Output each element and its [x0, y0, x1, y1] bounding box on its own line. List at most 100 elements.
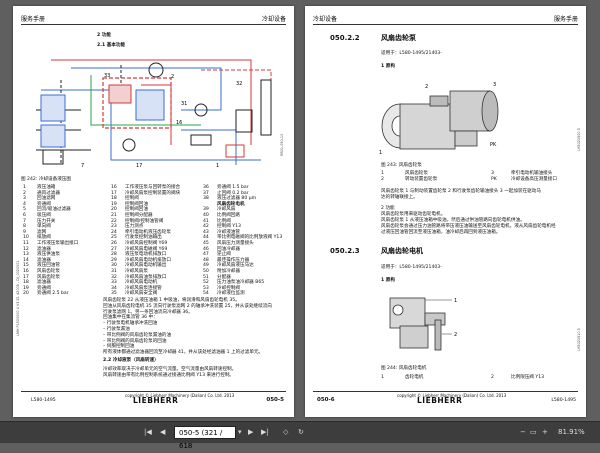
legend-number: 54	[203, 291, 209, 297]
fig2-callout-1: 1	[454, 298, 457, 304]
legend-label: 控制阀回油	[125, 201, 148, 207]
last-page-icon[interactable]: ▶|	[261, 428, 269, 436]
left-header-title: 服务手册	[21, 16, 46, 23]
legend-label: 行驶泵控制油输出	[125, 235, 162, 241]
fig1-callout-1: 1	[379, 150, 382, 156]
fig1-callout-pk: PK	[490, 142, 497, 148]
fig-legend-number: 2	[381, 177, 384, 182]
page-dropdown-icon[interactable]: ▾	[238, 428, 242, 436]
legend-number: 49	[203, 263, 209, 269]
legend-label: 带比例电磁阀的比例放液阀 Y13	[217, 235, 283, 241]
paragraph-line: 风扇齿轮泵 22 从液压油箱 1 中吸油，将润滑和风扇齿轮电机 35。	[103, 298, 240, 303]
legend-label: 止回阀 0.2 bar	[217, 190, 249, 196]
legend-label: 回油滤网	[37, 196, 56, 202]
first-page-icon[interactable]: |◀	[144, 428, 152, 436]
legend-label: 控制阀 Y13	[217, 224, 241, 230]
right-page-number: 050-6	[317, 397, 335, 403]
legend-label: 冷却风扇电磁阀 Y69	[125, 246, 168, 252]
paragraph-line: 风扇齿轮泵 1 从液压油箱中吸油，然后通过供油管路向齿轮电机供油。	[381, 218, 525, 223]
fit-page-icon[interactable]: ▭	[530, 428, 537, 436]
prev-page-icon[interactable]: ◀	[160, 428, 166, 436]
paragraph-line: – 带比例阀的风扇齿轮泵的回油	[103, 338, 167, 344]
diagram-label-32: 32	[236, 81, 242, 87]
legend-label: 旁通阀	[37, 285, 51, 291]
fig-legend-number: 3	[491, 171, 494, 176]
figure-caption: 图 242: 冷却设备液压图	[21, 177, 71, 182]
paragraph-line: 冷却效率取决于冷却单元的空气流量。空气流量由风扇转速控制。	[103, 367, 237, 372]
legend-label: 冷却风扇油泵排放口	[125, 274, 167, 280]
fig-legend-label: 比例限压阀 Y13	[511, 375, 545, 380]
diagram-label-16: 16	[176, 120, 182, 126]
paragraph-line: 风扇齿轮泵会通过压力油管路将带压液压油输送至风扇齿轮电机，液从风扇齿轮电机经	[381, 223, 556, 229]
legend-label: 旁通阀	[37, 201, 51, 207]
legend-label: 吸压阀	[37, 213, 51, 218]
legend-number: 6	[23, 213, 26, 218]
paragraph-line: 达的转轴联接上。	[381, 194, 418, 200]
legend-number: 14	[23, 257, 29, 263]
legend-label: 冷却风扇	[217, 207, 236, 213]
legend-label: 分配器	[217, 274, 231, 280]
legend-number: 22	[111, 218, 117, 224]
subsection2-heading: 2.2 冷却液泵（风扇转速）	[103, 358, 159, 363]
legend-number: 53	[203, 285, 209, 291]
section-heading: 2 功能	[97, 33, 111, 38]
legend-label: 液压油箱	[37, 185, 56, 190]
legend-number: 7	[23, 218, 26, 224]
legend-label: 附加冷却器	[217, 269, 240, 274]
legend-label: 旁通阀 2.5 bar	[37, 291, 69, 297]
legend-number: 44	[203, 235, 209, 241]
legend-number: 15	[23, 263, 29, 269]
sec2-number: 050.2.3	[330, 247, 360, 255]
legend-label: 压力油泵油冷却器 B65	[217, 280, 265, 286]
gear-motor-illustration: 1 2	[389, 297, 457, 351]
legend-label: 冷却风扇电动机	[125, 280, 158, 286]
paragraph-line: – 带比例阀的风扇齿轮泵漏油的油	[103, 332, 172, 338]
bookmark-icon[interactable]: ◇	[283, 428, 289, 436]
legend-number: 51	[203, 274, 209, 280]
liebherr-logo: LIEBHERR	[417, 396, 463, 405]
legend-number: 52	[203, 280, 209, 286]
paragraph-line: 过液压回油管回流至液压油箱，油冷却后再回到液压油箱。	[381, 229, 501, 235]
zoom-level[interactable]: 81.91%	[558, 428, 585, 436]
legend-label: 液压供油泵	[37, 252, 60, 258]
diagram-label-2: 2	[171, 74, 174, 80]
page-number-input[interactable]: 050-5 (321 / 618	[174, 426, 236, 450]
legend-number: 19	[23, 285, 29, 291]
rotate-icon[interactable]: ↻	[298, 428, 304, 436]
zoom-out-icon[interactable]: −	[520, 428, 526, 436]
legend-number: 23	[111, 224, 117, 230]
fig1-callout-3: 3	[493, 82, 496, 88]
subsection-heading: 2.1 基本功能	[97, 43, 126, 48]
legend-label: 冷却风扇液压马达	[217, 263, 254, 269]
legend-number: 3	[23, 196, 26, 202]
legend-number: 34	[111, 285, 117, 291]
legend-number: 19	[111, 201, 117, 207]
legend-number: 20	[23, 291, 29, 297]
fig2-caption: 图 244: 风扇齿轮电机	[381, 366, 427, 371]
legend-label: 排放阀	[37, 235, 51, 241]
legend-number: 9	[23, 229, 26, 235]
legend-label: 控制阀分配器	[125, 213, 153, 218]
legend-number: 16	[111, 185, 117, 190]
legend-label: 通风过滤器	[37, 190, 60, 196]
legend-number: 39	[203, 207, 209, 213]
legend-number: 8	[23, 224, 26, 230]
legend-label: 液压泵电动机排放口	[125, 252, 167, 258]
legend-number: 26	[111, 241, 117, 246]
legend-label: 单向阀	[37, 224, 51, 230]
legend-label: 最佳操作压力器	[217, 257, 250, 263]
right-copyright: copyright © Liebherr Machinery (Dalian) …	[397, 393, 507, 398]
legend-label: 牵引电动机液压齿轮泵	[125, 229, 171, 235]
left-header-section: 冷却设备	[261, 16, 286, 23]
right-header: 冷却设备 服务手册	[313, 12, 578, 25]
paragraph-line: 所有液体都通过滤油器回流至冷却器 41，并从该处经滤油器 1 上的过滤单元。	[103, 350, 264, 356]
next-page-icon[interactable]: ▶	[248, 428, 254, 436]
zoom-in-icon[interactable]: +	[542, 428, 548, 436]
diagram-label-1: 1	[216, 163, 219, 169]
legend-number: 40	[203, 213, 209, 218]
legend-label: 工作液压泵与回转泵的接合	[125, 185, 181, 190]
fig2-code: LH5020510 5	[577, 328, 581, 351]
sec1-number: 050.2.2	[330, 34, 360, 42]
legend-number: 18	[111, 196, 117, 202]
legend-label: 回油冷却器	[217, 246, 240, 252]
